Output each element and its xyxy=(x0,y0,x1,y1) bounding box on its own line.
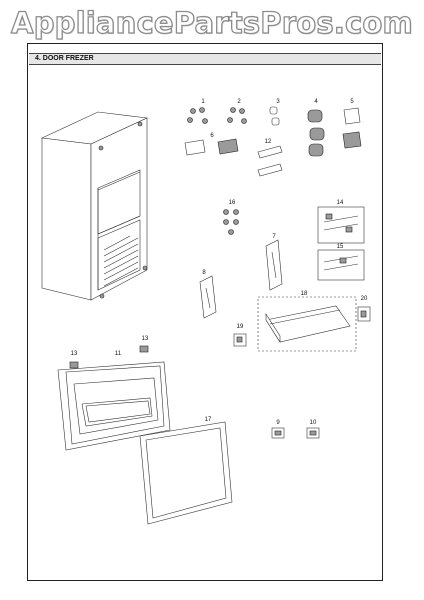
part-6-hinge-brackets xyxy=(184,138,239,156)
part-label-14: 14 xyxy=(337,200,344,206)
part-10-clip xyxy=(306,427,320,439)
part-label-5: 5 xyxy=(350,99,354,105)
part-5-hinge-blocks xyxy=(342,107,362,149)
part-label-13-right: 13 xyxy=(142,336,149,342)
cabinet-hatch xyxy=(103,235,139,287)
cabinet-drawing xyxy=(40,111,149,301)
part-label-4: 4 xyxy=(314,99,318,105)
part-8-cover xyxy=(199,275,217,319)
part-18-door-bin xyxy=(257,296,357,352)
part-11-freezer-door xyxy=(57,345,171,451)
part-label-3: 3 xyxy=(276,99,280,105)
section-title: 4. DOOR FREZER xyxy=(35,55,94,62)
part-4-hinge-caps xyxy=(307,109,325,157)
part-label-10: 10 xyxy=(310,420,317,426)
section-header: 4. DOOR FREZER xyxy=(29,53,381,65)
part-19-clip xyxy=(233,333,247,347)
part-label-17: 17 xyxy=(205,417,212,423)
part-1-pins xyxy=(187,107,208,124)
part-label-8: 8 xyxy=(202,270,206,276)
part-9-clip xyxy=(271,427,285,439)
part-label-2: 2 xyxy=(237,99,241,105)
hinge-parts-row xyxy=(184,106,362,177)
part-7-cover xyxy=(265,239,283,291)
part-label-11: 11 xyxy=(115,351,122,357)
part-label-6: 6 xyxy=(210,133,214,139)
part-12-hinge-links xyxy=(257,145,283,177)
part-14-detail xyxy=(317,206,365,244)
part-label-20: 20 xyxy=(361,296,368,302)
part-15-detail xyxy=(317,249,365,281)
part-label-19: 19 xyxy=(237,324,244,330)
part-label-18: 18 xyxy=(301,291,308,297)
watermark-logo: AppliancePartsPros.com xyxy=(10,5,413,40)
part-label-7: 7 xyxy=(272,234,276,240)
part-20-clip xyxy=(357,306,371,322)
part-label-15: 15 xyxy=(337,244,344,250)
part-17-door-gasket xyxy=(139,421,233,525)
part-label-9: 9 xyxy=(276,420,280,426)
part-label-1: 1 xyxy=(201,99,205,105)
part-label-16: 16 xyxy=(229,200,236,206)
part-3-springs xyxy=(269,106,280,126)
part-label-13-left: 13 xyxy=(71,351,78,357)
part-16-screws xyxy=(223,209,239,235)
part-2-pins xyxy=(227,107,247,124)
part-label-12: 12 xyxy=(265,139,272,145)
